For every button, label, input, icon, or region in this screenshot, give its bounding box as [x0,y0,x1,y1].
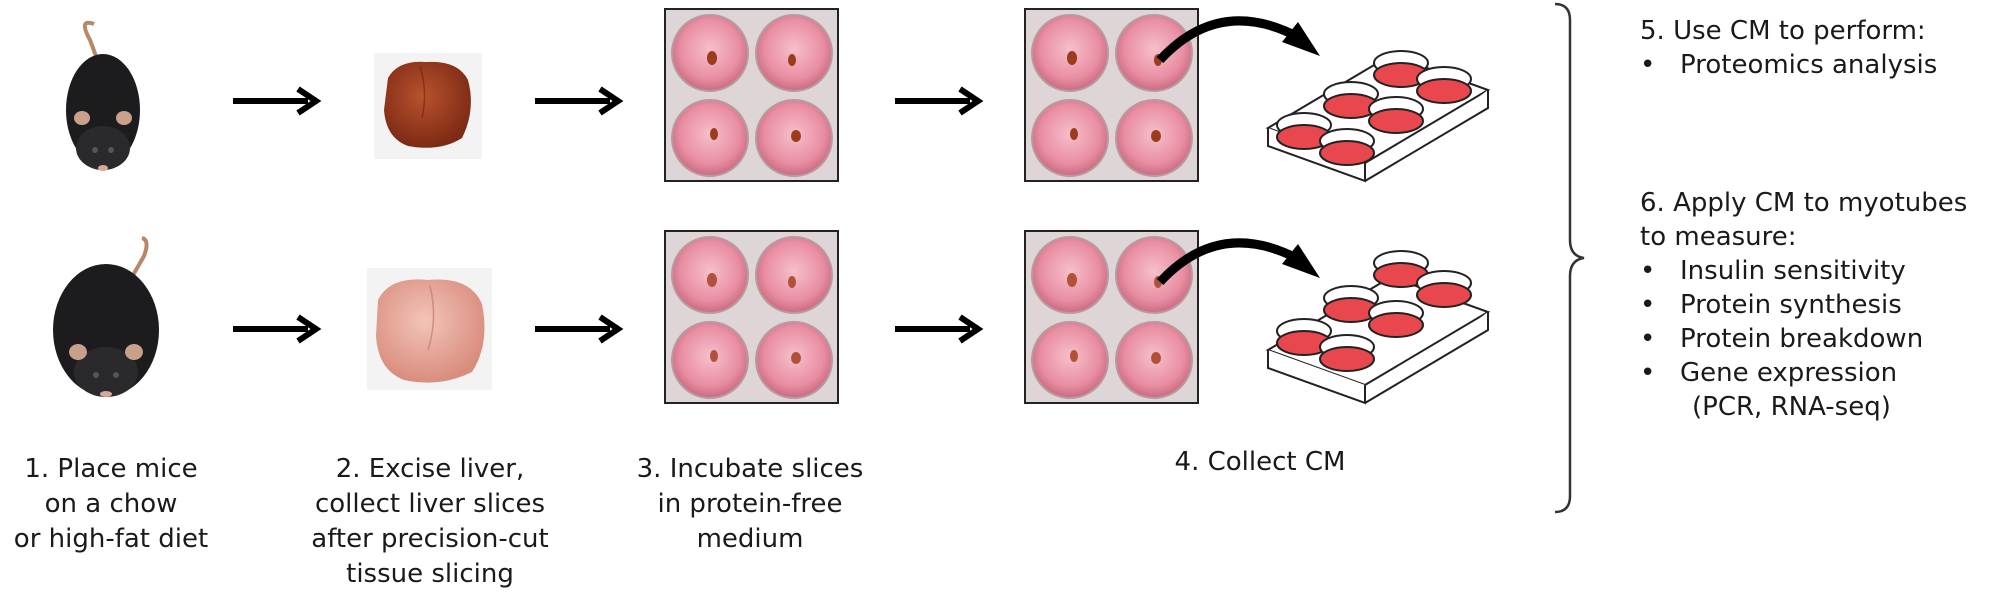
step2-line3: after precision-cut [311,524,549,554]
arrow-step2-to-step3-row1 [535,86,624,116]
bullet-icon: • [1640,290,1656,320]
arrow-step1-to-step2-row1 [233,86,322,116]
six-well-plate-row1 [1265,50,1491,183]
liver-high-fat [367,268,492,390]
bullet-icon: • [1640,50,1656,80]
six-well-plate-row2 [1265,250,1491,405]
step6-item-label: Protein breakdown [1680,324,1924,354]
step2-caption: 2. Excise liver, collect liver slices af… [290,452,570,592]
well-row2 [1276,250,1472,372]
step6-subheading: to measure: [1640,222,1797,252]
step2-line1: 2. Excise liver, [335,454,525,484]
arrow-step2-to-step3-row2 [535,314,624,344]
bullet-icon: • [1640,256,1656,286]
liver-chow [374,53,482,159]
step6-note: (PCR, RNA-seq) [1692,392,1891,422]
culture-plate-row2 [664,230,839,404]
step6-item: • Protein breakdown [1640,322,1967,356]
culture-plate-collect-row1 [1024,8,1199,182]
step1-line3: or high-fat diet [13,524,209,554]
transfer-arrow-row2 [1156,238,1320,286]
step5-item-label: Proteomics analysis [1680,50,1938,80]
step4-caption: 4. Collect CM [1110,445,1410,480]
step6-block: 6. Apply CM to myotubes to measure: • Ins… [1640,186,1967,424]
step3-line1: 3. Incubate slices [636,454,864,484]
bullet-icon: • [1640,358,1656,388]
step6-heading: 6. Apply CM to myotubes [1640,188,1968,218]
step4-line1: 4. Collect CM [1174,447,1346,477]
grouping-brace [1554,2,1585,514]
step3-line2: in protein-free [657,489,843,519]
step3-line3: medium [696,524,804,554]
culture-plate-row1 [664,8,839,182]
culture-plate-collect-row2 [1024,230,1199,404]
step2-line4: tissue slicing [346,559,514,589]
step1-line1: 1. Place mice [24,454,198,484]
step5-item: • Proteomics analysis [1640,48,1937,82]
step6-item: • Insulin sensitivity [1640,254,1967,288]
bullet-icon: • [1640,324,1656,354]
step6-item-label: Protein synthesis [1680,290,1902,320]
arrow-step3-to-step4-row2 [895,314,984,344]
step6-item-label: Insulin sensitivity [1680,256,1906,286]
step5-heading: 5. Use CM to perform: [1640,16,1926,46]
step2-line2: collect liver slices [314,489,545,519]
step6-item: • Gene expression [1640,356,1967,390]
step1-caption: 1. Place mice on a chow or high-fat diet [0,452,222,557]
well-row1 [1276,50,1472,166]
mouse-high-fat [53,236,159,397]
mouse-chow [66,20,140,171]
step6-item: • Protein synthesis [1640,288,1967,322]
step3-caption: 3. Incubate slices in protein-free mediu… [615,452,885,557]
transfer-arrow-row1 [1156,16,1320,64]
arrow-step3-to-step4-row1 [895,86,984,116]
arrow-step1-to-step2-row2 [233,314,322,344]
step5-block: 5. Use CM to perform: • Proteomics analys… [1640,14,1937,82]
step1-line2: on a chow [44,489,178,519]
step6-item-label: Gene expression [1680,358,1898,388]
